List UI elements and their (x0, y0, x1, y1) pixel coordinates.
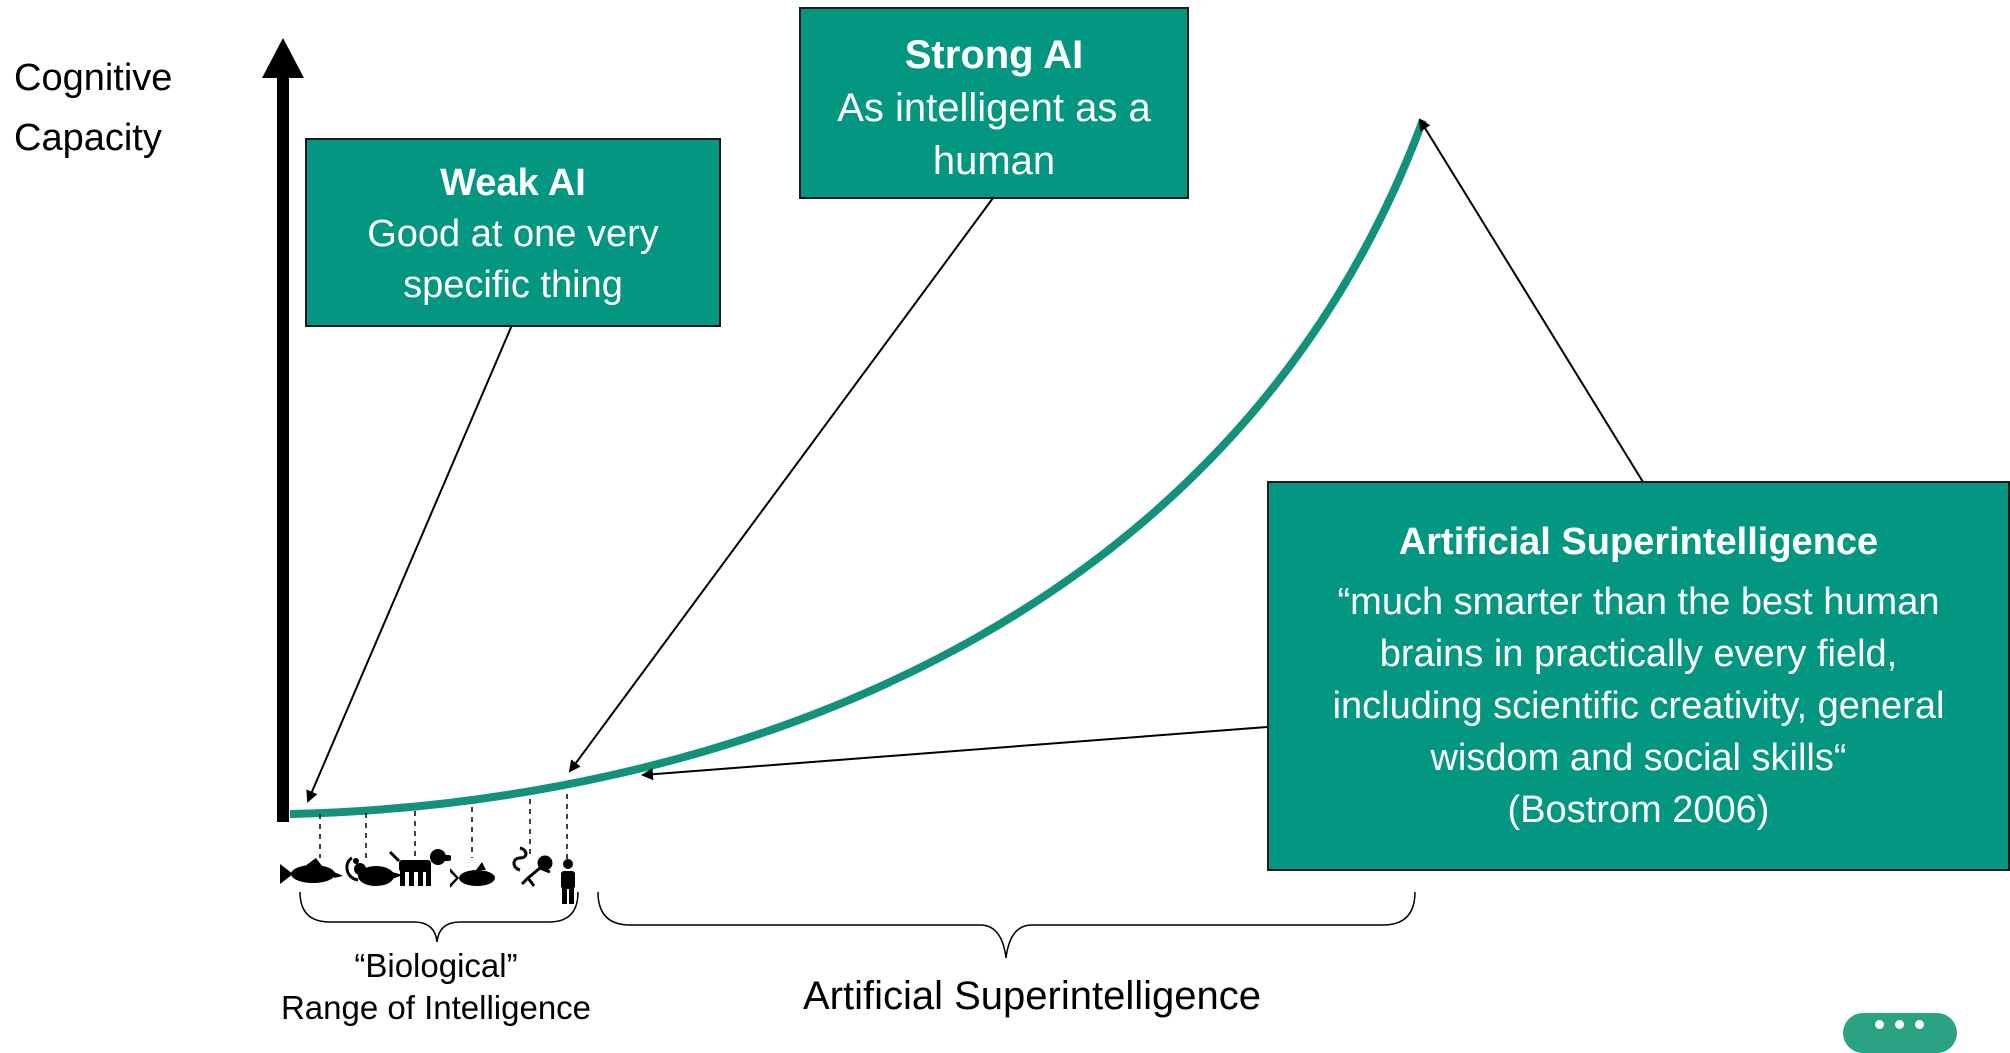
biological-range-label: “Biological” Range of Intelligence (236, 945, 636, 1029)
weak-ai-title: Weak AI (440, 162, 586, 204)
biological-range-label-line1: “Biological” (354, 947, 518, 984)
asi-title: Artificial Superintelligence (1398, 521, 1879, 563)
strong-ai-box: Strong AI As intelligent as a human (799, 7, 1189, 199)
weak-ai-box: Weak AI Good at one very specific thing (305, 138, 721, 327)
weak-ai-desc-line2: specific thing (403, 264, 623, 306)
intelligence-curve (289, 118, 1427, 818)
whale-icon (450, 862, 495, 888)
fish-icon (280, 858, 343, 884)
chat-dot-icon (1915, 1020, 1924, 1029)
weak-ai-pointer (306, 324, 513, 803)
y-axis-arrow (262, 38, 304, 822)
asi-quote-line3: including scientific creativity, general (1332, 685, 1945, 727)
artificial-superintelligence-label: Artificial Superintelligence (732, 972, 1332, 1020)
asi-quote-line2: brains in practically every field, (1379, 633, 1898, 675)
mouse-icon (345, 856, 403, 886)
y-axis-label-line1: Cognitive (14, 57, 173, 99)
artificial-superintelligence-brace (597, 891, 1416, 959)
asi-citation: (Bostrom 2006) (1507, 789, 1770, 831)
strong-ai-pointer (568, 197, 994, 773)
chat-dot-icon (1895, 1020, 1904, 1029)
strong-ai-desc-line1: As intelligent as a (837, 86, 1151, 130)
asi-quote-line4: wisdom and social skills“ (1430, 737, 1847, 779)
artificial-superintelligence-label-text: Artificial Superintelligence (802, 974, 1261, 1018)
asi-peak-pointer (1418, 118, 1644, 483)
strong-ai-desc-line2: human (932, 139, 1056, 183)
weak-ai-desc-line1: Good at one very (367, 213, 659, 255)
monkey-icon (512, 846, 553, 887)
y-axis-label: Cognitive Capacity (14, 48, 172, 168)
dog-icon (388, 849, 451, 886)
human-icon (561, 859, 575, 904)
asi-box: Artificial Superintelligence “much smart… (1267, 481, 2010, 871)
y-axis-label-line2: Capacity (14, 117, 162, 159)
intelligence-diagram (262, 38, 1644, 959)
biological-range-label-line2: Range of Intelligence (280, 989, 592, 1026)
species-droplines (319, 794, 568, 860)
strong-ai-title: Strong AI (904, 33, 1084, 77)
asi-quote-line1: “much smarter than the best human (1337, 581, 1940, 623)
chat-dot-icon (1875, 1020, 1884, 1029)
biological-range-brace (299, 891, 579, 943)
asi-curve-pointer (641, 726, 1268, 781)
chat-button[interactable] (1843, 1013, 1957, 1053)
